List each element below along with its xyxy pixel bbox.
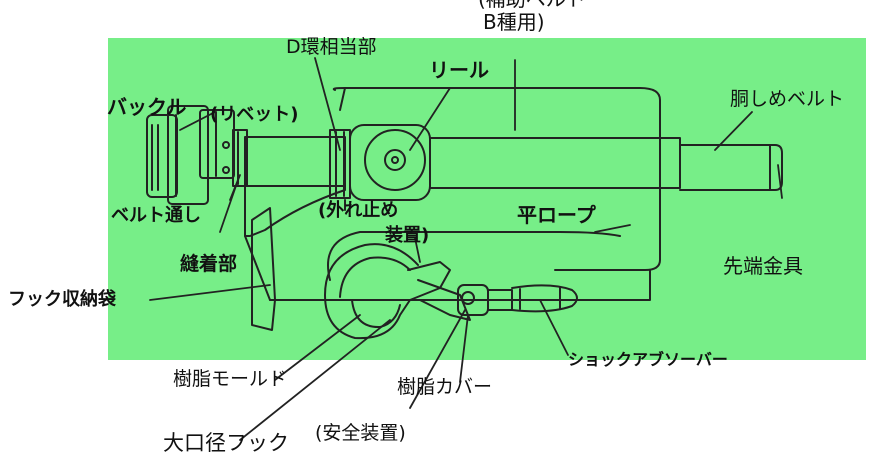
label-d-ring: D環相当部 (286, 36, 377, 58)
waist-belt-graphic (429, 137, 783, 191)
flat-rope-graphic (327, 231, 621, 281)
label-reel: リール (429, 58, 489, 82)
label-waist-belt: 胴しめベルト (730, 88, 845, 110)
label-resin-cover: 樹脂カバー (397, 376, 493, 398)
label-resin-mold: 樹脂モールド (173, 368, 288, 390)
aux-belt-graphic (332, 87, 661, 271)
label-buckle: バックル (107, 95, 187, 119)
hook-pouch-graphic (251, 207, 276, 331)
label-sewn-part: 縫着部 (180, 253, 238, 275)
label-b-shuyo: B種用) (483, 10, 545, 34)
label-large-hook: 大口径フック (163, 431, 289, 455)
label-stopper: (外れ止め (318, 200, 399, 221)
label-hojo-belt: (補助ベルト (478, 0, 586, 9)
label-safety-device: (安全装置) (315, 422, 406, 444)
leader-lines (149, 57, 783, 441)
label-tip-fitting: 先端金具 (723, 254, 803, 278)
label-shock-absorber: ショックアブソーバー (568, 350, 728, 369)
label-flat-rope: 平ロープ (517, 203, 596, 227)
label-hook-pouch: フック収納袋 (8, 289, 116, 310)
label-stopper-device: 装置) (385, 225, 430, 246)
label-rivet: (リベット) (210, 104, 299, 125)
label-belt-loop: ベルト通し (111, 205, 201, 226)
belt-loop-graphic (232, 129, 248, 187)
